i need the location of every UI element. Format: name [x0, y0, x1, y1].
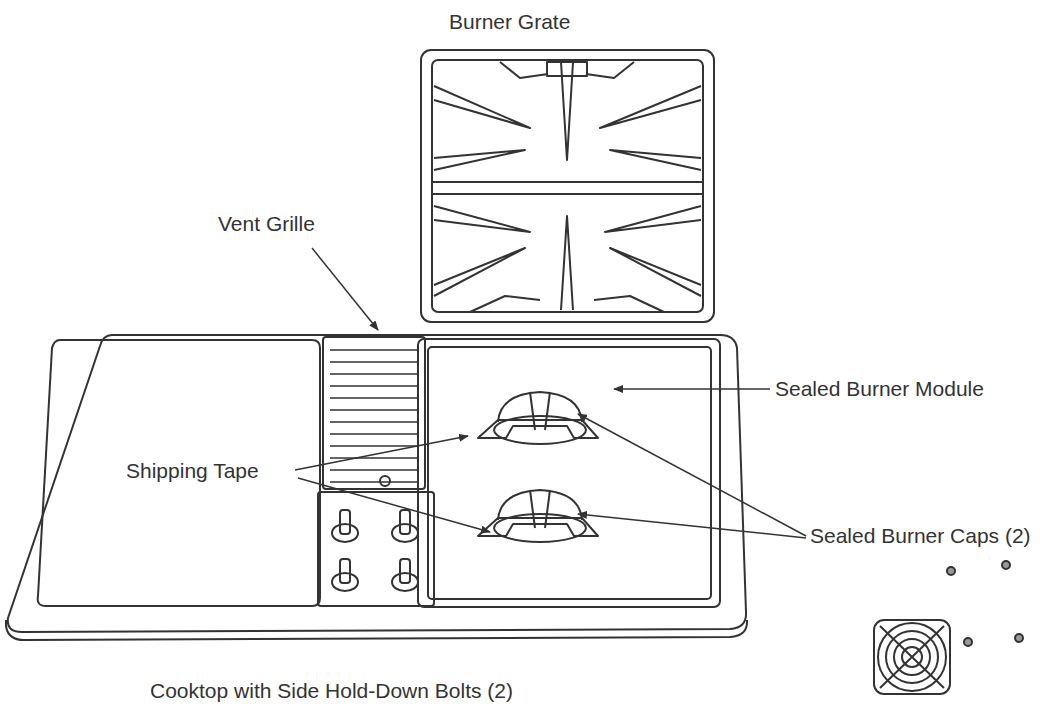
- hold-down-bolts: [947, 561, 1023, 646]
- fan-guard: [874, 620, 950, 694]
- part-label: Vent Grille: [218, 212, 315, 236]
- burner-grate: [421, 50, 714, 322]
- burner-cap: [478, 490, 598, 542]
- control-knobs: [332, 510, 418, 591]
- part-label: Shipping Tape: [126, 459, 259, 483]
- part-label: Sealed Burner Caps (2): [810, 524, 1031, 548]
- cooktop-body: [6, 335, 747, 640]
- burner-cap: [478, 392, 598, 444]
- leader-lines: [295, 248, 806, 538]
- part-label: Burner Grate: [449, 10, 570, 34]
- part-label: Sealed Burner Module: [775, 377, 984, 401]
- caption-label: Cooktop with Side Hold-Down Bolts (2): [150, 679, 513, 703]
